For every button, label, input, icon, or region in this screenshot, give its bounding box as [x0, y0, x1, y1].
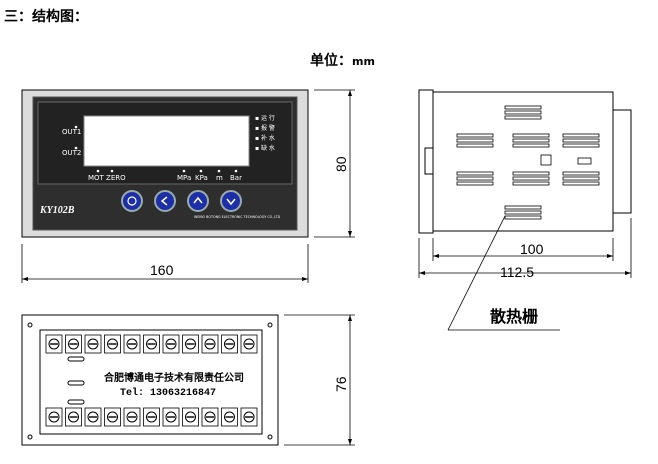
height-dimension: 80	[333, 156, 349, 172]
depth1-dimension: 100	[520, 241, 544, 257]
back-tel: Tel: 13063216847	[120, 387, 216, 399]
vent-grille	[456, 105, 600, 220]
side-connector	[612, 109, 632, 214]
model-label: KY102B	[39, 205, 75, 216]
down-arrow-icon	[226, 198, 236, 206]
back-company: 合肥博通电子技术有限责任公司	[103, 371, 244, 384]
mot-zero-label: MOT ZERO	[88, 174, 126, 182]
kpa-led	[199, 169, 203, 173]
front-buttons	[121, 190, 242, 212]
set-button[interactable]	[121, 190, 143, 212]
unit-bar: Bar	[230, 174, 242, 182]
unit-label-text: 单位：	[310, 53, 352, 69]
side-body	[432, 91, 614, 232]
bar-led	[234, 169, 238, 173]
led-refill: ▪ 补 水	[255, 134, 275, 142]
unit-value: mm	[352, 55, 375, 68]
down-button[interactable]	[220, 190, 242, 212]
left-arrow-icon	[160, 196, 168, 206]
front-view: OUT1 OUT2 ▪ 运 行 ▪ 报 警 ▪ 补 水 ▪ 缺 水 MOT ZE…	[21, 89, 355, 283]
back-height-dimension: 76	[333, 376, 349, 392]
led-alarm: ▪ 报 警	[255, 124, 275, 132]
m-led	[217, 169, 221, 173]
out2-label: OUT2	[62, 149, 81, 157]
lcd-screen	[83, 115, 250, 167]
out1-led	[74, 125, 78, 129]
unit-m: m	[216, 174, 223, 182]
out2-led	[74, 146, 78, 150]
section-heading: 三：结构图：	[4, 9, 88, 25]
led-shortage: ▪ 缺 水	[255, 144, 275, 152]
up-button[interactable]	[187, 190, 209, 212]
heatsink-callout: 散热栅	[490, 307, 538, 326]
mot-led	[96, 169, 100, 173]
up-arrow-icon	[193, 196, 203, 204]
company-en-label: WEIBO BOTONG ELECTRONIC TECHNOLOGY CO.,L…	[194, 215, 281, 219]
left-button[interactable]	[154, 190, 176, 212]
zero-led	[110, 169, 114, 173]
led-run: ▪ 运 行	[255, 114, 275, 122]
unit-mpa: MPa	[177, 174, 191, 182]
unit-label: 单位：mm	[310, 50, 375, 70]
callout-leader	[447, 215, 506, 331]
back-view: 合肥博通电子技术有限责任公司 Tel: 13063216847 76	[21, 314, 355, 446]
side-view: 100 112.5 散热栅	[418, 89, 632, 331]
terminal-block-top	[45, 334, 258, 354]
depth2-dimension: 112.5	[500, 264, 534, 280]
out1-label: OUT1	[62, 128, 81, 136]
terminal-block-bottom	[45, 407, 258, 427]
width-dimension: 160	[150, 262, 174, 278]
set-icon	[127, 196, 137, 206]
unit-kpa: KPa	[195, 174, 208, 182]
mpa-led	[182, 169, 186, 173]
